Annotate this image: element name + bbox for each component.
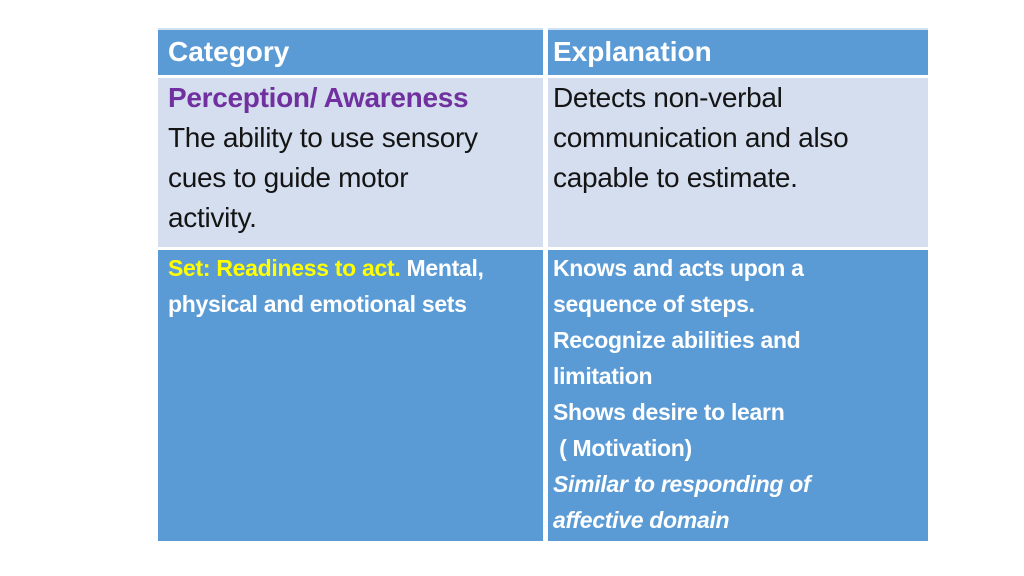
row2-explanation-line: Knows and acts upon a (553, 255, 804, 281)
row1-category-title: Perception/ Awareness (168, 82, 469, 113)
row2-explanation-line: Shows desire to learn (553, 399, 785, 425)
row2-category-line1: Set: Readiness to act. Mental, (168, 250, 543, 286)
row1-category-cell: Perception/ Awareness The ability to use… (158, 78, 543, 247)
row2-category-highlight: Set: Readiness to act. (168, 255, 401, 281)
header-cell-explanation: Explanation (548, 28, 928, 75)
row2-category-line2: physical and emotional sets (168, 291, 467, 317)
row2-explanation-line: Recognize abilities and (553, 327, 801, 353)
row2-explanation-line: limitation (553, 363, 653, 389)
row1-category-line: The ability to use sensory (168, 122, 478, 153)
row1-category-line: cues to guide motor (168, 162, 409, 193)
row1-explanation-cell: Detects non-verbal communication and als… (548, 78, 928, 247)
psychomotor-category-table: Category Explanation Perception/ Awarene… (158, 28, 928, 541)
row2-explanation-line: sequence of steps. (553, 291, 755, 317)
row2-explanation-italic-line: Similar to responding of (553, 471, 811, 497)
row1-explanation-line: Detects non-verbal (553, 82, 783, 113)
row2-explanation-line: ( Motivation) (553, 435, 692, 461)
header-cell-category: Category (158, 28, 543, 75)
row1-explanation-line: communication and also (553, 122, 849, 153)
row1-explanation-line: capable to estimate. (553, 162, 798, 193)
row1-category-line: activity. (168, 202, 257, 233)
row2-explanation-italic-line: affective domain (553, 507, 730, 533)
row2-category-cell: Set: Readiness to act. Mental, physical … (158, 250, 543, 541)
header-explanation-label: Explanation (553, 36, 712, 67)
header-category-label: Category (168, 36, 290, 67)
row2-explanation-cell: Knows and acts upon a sequence of steps.… (548, 250, 928, 541)
row2-category-line1-rest: Mental, (400, 255, 484, 281)
